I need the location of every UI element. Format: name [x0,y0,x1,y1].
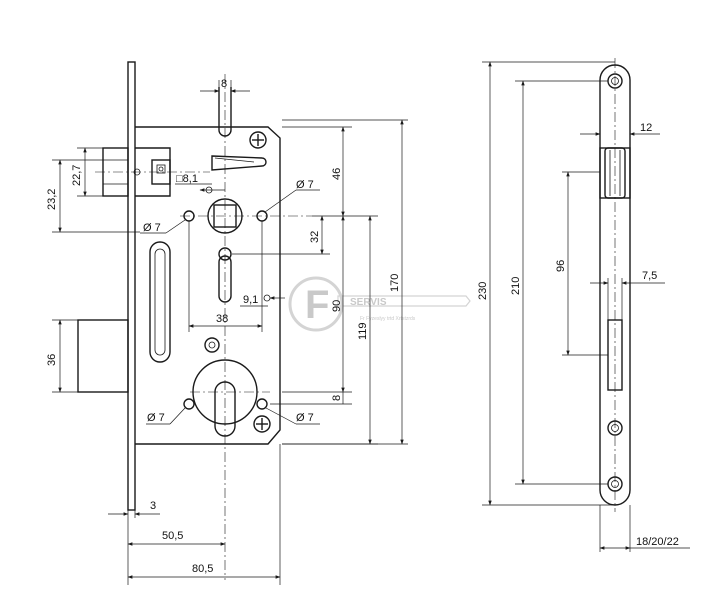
long-slot [149,241,171,363]
dim-96: 96 [555,260,567,272]
lock-case [135,126,281,445]
dim-hole-diameter-lower-right: Ø 7 [296,412,314,424]
screw-middle [204,337,220,353]
dim-latch-height-a: 22,7 [71,165,83,186]
dim-230: 230 [477,282,489,300]
tiny-hole [263,294,271,302]
fixing-hole-lower-right [256,398,268,410]
dim-square-8-1: □8,1 [176,173,198,185]
faceplate-outline [599,64,631,506]
dim-90: 90 [331,300,343,312]
dimensions-left-view: 8 22,7 23,2 □8,1 Ø 7 Ø 7 46 32 [46,78,408,585]
dim-hole-diameter-upper-left: Ø 7 [143,222,161,234]
dim-32: 32 [309,231,321,243]
dim-3: 3 [150,500,156,512]
middle-slot [218,255,232,303]
screw-bottom [253,415,271,433]
dim-hole-diameter-lower-left: Ø 7 [147,412,165,424]
dim-36: 36 [46,354,58,366]
dim-latch-height-b: 23,2 [46,189,58,210]
dim-faceplate-width: 18/20/22 [636,536,679,548]
dim-80-5: 80,5 [192,563,213,575]
watermark-letter: F [305,283,329,327]
watermark-name: SERVIS [350,297,387,308]
spring-lever [211,155,267,171]
dimensions-right-view: 230 210 12 96 7,5 18/20/22 [477,61,690,552]
deadbolt [77,319,129,393]
lock-body-front-view [77,61,312,580]
dim-top-slot-width: 8 [221,78,227,90]
watermark-tagline: Fr Fyzeslyy trtd Xrtstzrds [360,316,416,322]
dim-8-lower: 8 [331,395,343,401]
faceplate [127,61,136,511]
dim-12: 12 [640,122,652,134]
dim-7-5: 7,5 [642,270,657,282]
faceplate-side-view [599,58,631,512]
dim-9-1: 9,1 [243,294,258,306]
screw-top [249,131,267,149]
dim-46: 46 [331,168,343,180]
dim-50-5: 50,5 [162,530,183,542]
watermark-logo: F SERVIS Fr Fyzeslyy trtd Xrtstzrds [288,276,471,332]
dim-38: 38 [216,313,228,325]
dim-170: 170 [389,274,401,292]
dim-210: 210 [510,277,522,295]
dim-119: 119 [357,322,369,340]
dim-hole-diameter-upper-right: Ø 7 [296,179,314,191]
fixing-hole-lower-left [183,398,195,410]
